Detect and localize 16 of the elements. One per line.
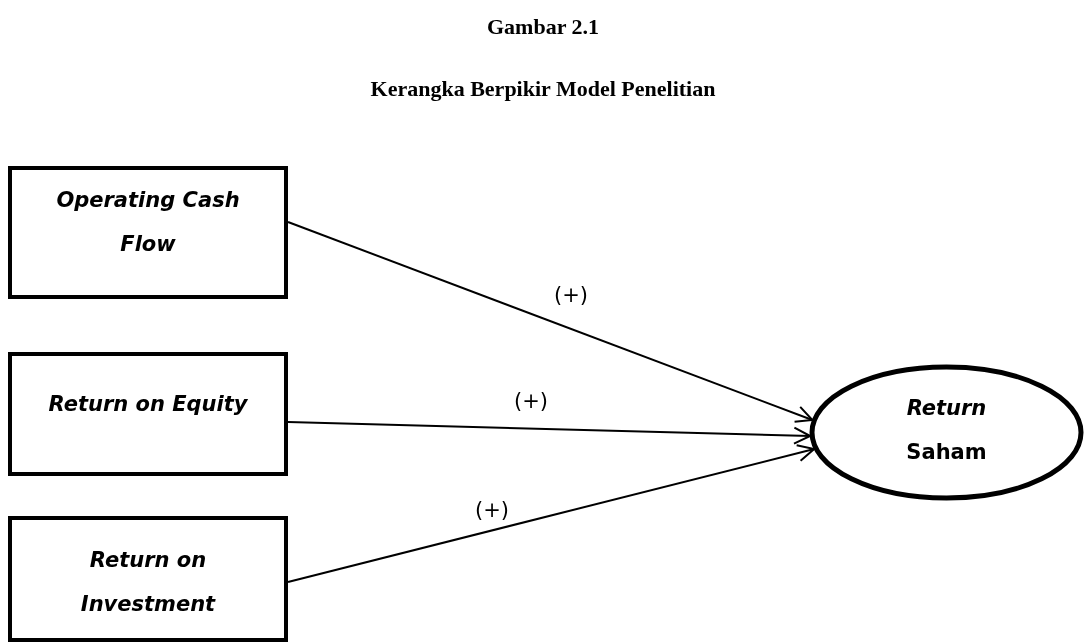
figure-title: Gambar 2.1 [485, 14, 600, 40]
variable-box [8, 352, 288, 476]
arrow [287, 421, 812, 445]
figure-subtitle: Kerangka Berpikir Model Penelitian [369, 76, 717, 102]
arrow [287, 221, 814, 423]
ellipse-node [809, 364, 1084, 501]
edge-label: (+) [512, 389, 550, 413]
edge-label: (+) [473, 498, 511, 522]
variable-name: Return Saham [905, 395, 988, 466]
variable-box [8, 166, 288, 299]
variable-name: Return on Equity [47, 391, 249, 418]
edge-label: (+) [552, 283, 590, 307]
variable-box [8, 516, 288, 642]
variable-name: Operating Cash Flow [55, 187, 241, 258]
arrow [287, 444, 816, 583]
variable-name: Return on Investment [79, 547, 217, 618]
